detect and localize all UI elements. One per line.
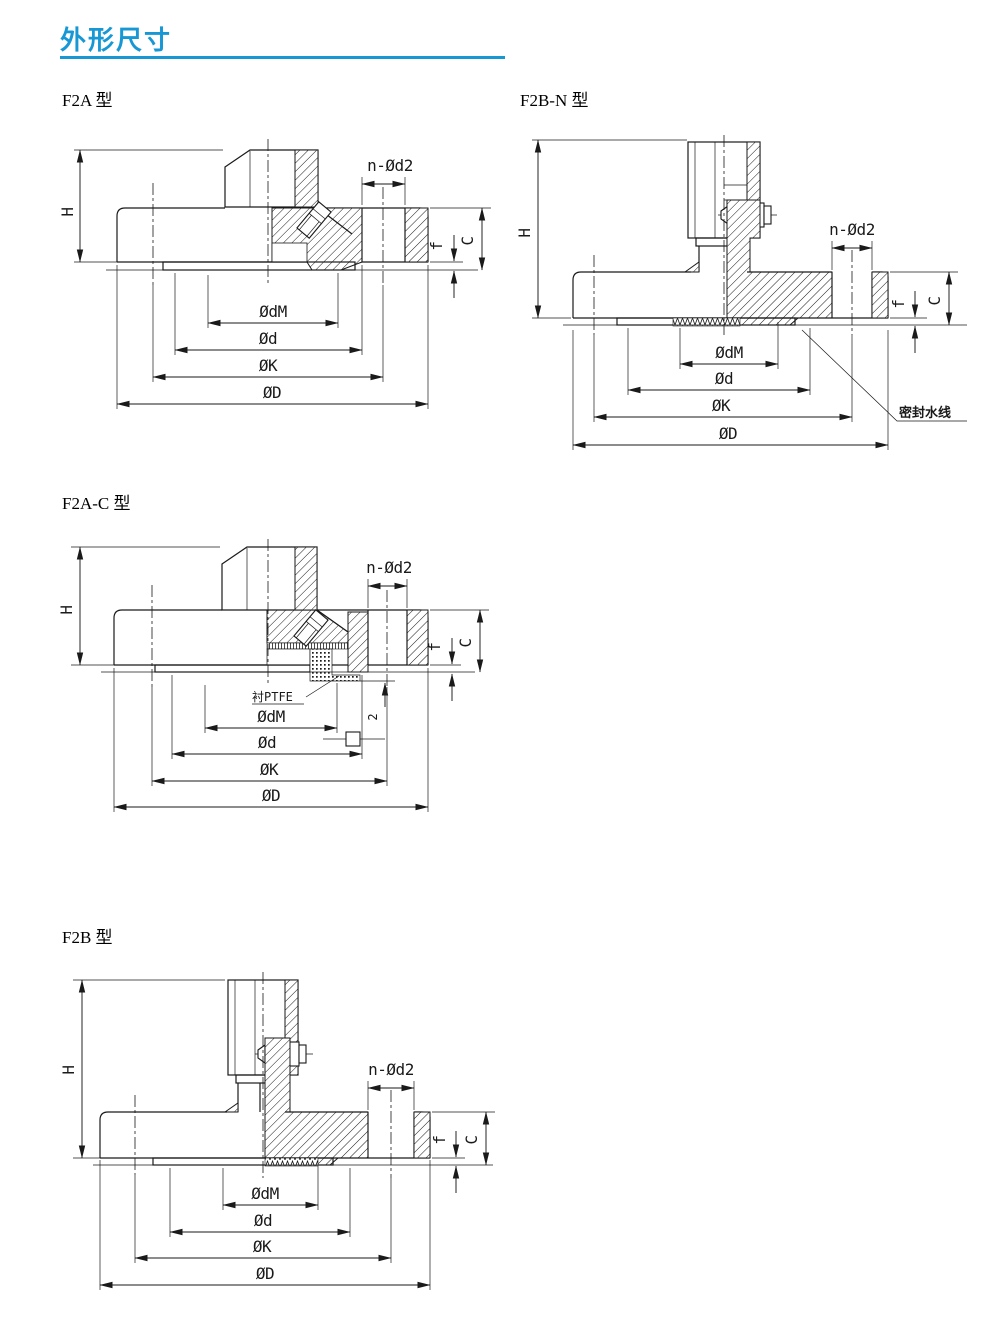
f2b-dim-bolt-holes: n-Ød2	[367, 1060, 415, 1110]
f2bn-dim-D: ØD	[572, 330, 889, 450]
f2a-dim-D: ØD	[116, 265, 429, 409]
f2b-dim-D: ØD	[99, 1160, 431, 1290]
f2ac-dim-bolt-holes: n-Ød2	[366, 558, 412, 608]
f2ac-dim-f-label: f	[425, 642, 444, 651]
diagram-label-f2b: F2B 型	[62, 928, 113, 947]
f2ac-dim-d-label: Ød	[258, 733, 276, 752]
f2a-dim-D-label: ØD	[263, 383, 281, 402]
f2ac-dim-D: ØD	[113, 668, 429, 812]
f2ac-liner-label: 衬PTFE	[252, 690, 293, 704]
f2a-dim-d-label: Ød	[259, 329, 277, 348]
f2b-dim-nd2-label: n-Ød2	[368, 1060, 414, 1079]
f2b-dim-d: Ød	[169, 1168, 351, 1237]
f2ac-dim-H: H	[57, 546, 220, 666]
f2ac-liner-thickness: 2	[360, 680, 395, 721]
f2bn-seal-annotation-label: 密封水线	[898, 405, 951, 421]
f2a-dim-C: C	[430, 207, 491, 271]
f2bn-centerlines	[593, 135, 853, 335]
f2a-dim-nd2-label: n-Ød2	[367, 156, 413, 175]
f2a-dim-H-label: H	[58, 207, 77, 216]
f2b-n-drawing: H n-Ød2 f C 密封水线 ØdM	[515, 135, 967, 450]
f2b-dim-C-label: C	[462, 1135, 481, 1144]
f2ac-hex-head	[221, 546, 318, 611]
f2bn-dim-C-label: C	[925, 296, 944, 305]
f2a-dim-bolt-holes: n-Ød2	[361, 156, 413, 205]
f2bn-dim-K: ØK	[593, 335, 853, 422]
f2b-dim-K-label: ØK	[253, 1237, 272, 1256]
f2b-dim-C: C	[432, 1111, 495, 1166]
f2b-dim-f-label: f	[430, 1135, 449, 1144]
f2bn-dim-dM: ØdM	[679, 322, 779, 369]
f2bn-dim-bolt-holes: n-Ød2	[829, 220, 875, 270]
f2a-flange-section	[106, 207, 478, 271]
f2bn-seal-annotation: 密封水线	[801, 329, 967, 422]
page-title: 外形尺寸	[60, 26, 173, 56]
f2ac-dim-K-label: ØK	[260, 760, 279, 779]
f2ac-dim-d: Ød	[171, 675, 363, 759]
f2a-dim-f: f	[427, 235, 463, 298]
diagram-label-f2a-c: F2A-C 型	[62, 494, 131, 513]
f2a-hex-head	[224, 149, 319, 208]
f2a-dim-H: H	[58, 149, 223, 263]
f2a-centerlines	[152, 139, 384, 285]
f2ac-dim-nd2-label: n-Ød2	[366, 558, 412, 577]
f2bn-seal-face	[672, 317, 741, 327]
f2b-seal-face	[264, 1157, 319, 1167]
f2ac-dim-K: ØK	[151, 687, 388, 786]
f2bn-dim-H: H	[515, 139, 687, 319]
f2ac-dim-C: C	[430, 609, 489, 673]
f2ac-dim-H-label: H	[57, 605, 76, 614]
f2b-dim-K: ØK	[134, 1175, 392, 1263]
f2b-dim-D-label: ØD	[256, 1264, 274, 1283]
f2b-dim-f: f	[430, 1131, 465, 1193]
f2a-drawing: H n-Ød2 f C ØdM Ød	[58, 139, 491, 409]
f2b-drawing: H n-Ød2 f C ØdM Ød	[59, 972, 495, 1290]
f2bn-dim-H-label: H	[515, 228, 534, 237]
f2ac-dim-C-label: C	[456, 638, 475, 647]
f2ac-dim-f: f	[425, 638, 461, 701]
f2bn-dim-f: f	[889, 291, 927, 353]
f2bn-dim-D-label: ØD	[719, 424, 737, 443]
title-underline	[60, 56, 505, 59]
f2ac-liner-callout: 衬PTFE	[252, 675, 340, 705]
f2b-centerlines	[134, 972, 392, 1178]
f2b-dim-H-label: H	[59, 1065, 78, 1074]
f2b-dim-dM: ØdM	[222, 1166, 319, 1210]
f2a-sensor-plug	[296, 201, 332, 239]
f2a-c-drawing: H 衬PTFE 2 n-Ød2 f	[57, 539, 489, 812]
f2ac-liner-thickness-label: 2	[366, 713, 380, 720]
f2a-dim-dM: ØdM	[207, 273, 339, 328]
f2bn-dim-d-label: Ød	[715, 369, 733, 388]
f2a-dim-C-label: C	[458, 236, 477, 245]
f2bn-dim-f-label: f	[889, 299, 908, 308]
f2ac-ptfe-liner	[309, 648, 361, 682]
f2ac-sensor-plug	[293, 609, 329, 647]
diagram-label-f2a: F2A 型	[62, 91, 113, 110]
f2bn-dim-dM-label: ØdM	[715, 343, 742, 362]
diagram-label-f2b-n: F2B-N 型	[520, 91, 589, 110]
f2b-dim-d-label: Ød	[254, 1211, 272, 1230]
f2ac-dim-dM: ØdM	[204, 683, 338, 733]
f2bn-dim-nd2-label: n-Ød2	[829, 220, 875, 239]
f2b-dim-dM-label: ØdM	[251, 1184, 278, 1203]
f2ac-centerlines	[151, 539, 388, 687]
f2ac-flange-section	[101, 609, 475, 682]
f2ac-dim-D-label: ØD	[262, 786, 280, 805]
f2a-dim-dM-label: ØdM	[259, 302, 286, 321]
f2bn-dim-C: C	[890, 271, 958, 326]
f2b-flange-section	[93, 1037, 493, 1167]
f2a-dim-K-label: ØK	[259, 356, 278, 375]
f2bn-dim-d: Ød	[627, 328, 811, 395]
f2b-dim-H: H	[59, 979, 225, 1159]
f2bn-flange-section	[563, 199, 967, 327]
f2a-dim-d: Ød	[174, 265, 363, 355]
f2ac-surface-symbol	[323, 731, 385, 747]
f2bn-dim-K-label: ØK	[712, 396, 731, 415]
f2ac-dim-dM-label: ØdM	[257, 707, 284, 726]
f2a-dim-f-label: f	[427, 241, 446, 250]
f2a-dim-K: ØK	[152, 285, 384, 382]
